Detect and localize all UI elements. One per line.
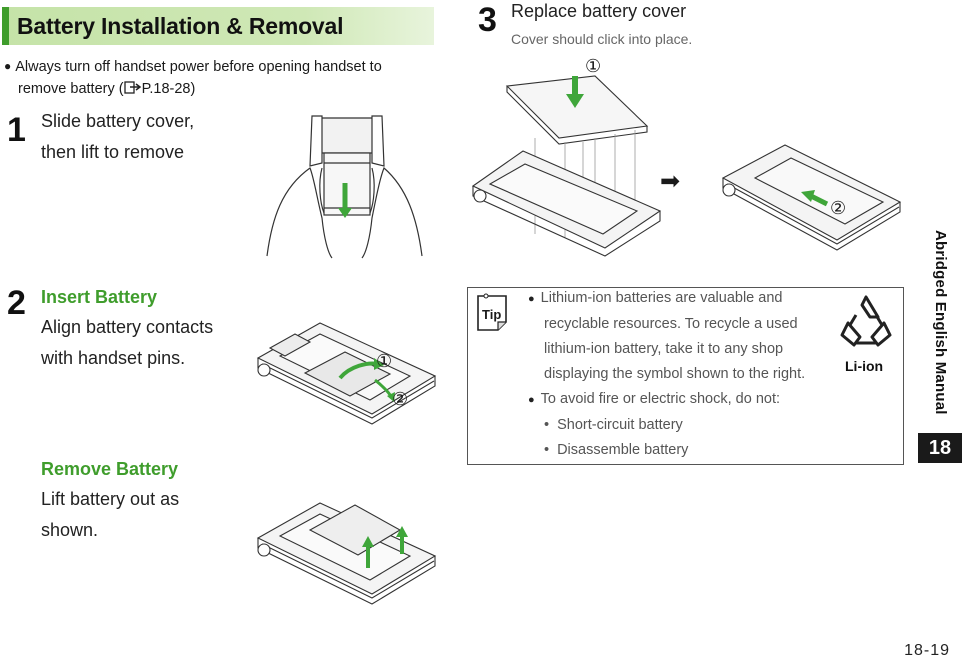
insert-callout-2: ② [392,389,409,409]
power-off-note: ●Always turn off handset power before op… [4,55,444,100]
note-line-2-prefix: remove battery ( [18,81,124,97]
tip-bullet-1-line-3: lithium-ion battery, take it to any shop [544,341,784,357]
slide-cover-hands-illustration [266,115,423,259]
recycle-label: Li-ion [845,358,884,374]
step-3-title: Replace battery cover [511,1,687,21]
section-title: Battery Installation & Removal [17,12,344,39]
note-line-1: Always turn off handset power before ope… [15,59,382,75]
insert-battery-illustration [256,322,437,425]
cover-callout-2: ② [830,198,847,218]
step-2-number: 2 [7,284,26,322]
step-1-line-2: then lift to remove [41,142,185,162]
chapter-badge: 18 [918,433,962,463]
page-number: 18-19 [904,642,950,659]
tip-sub-1: Short-circuit battery [557,417,683,433]
note-reference: P.18-28) [141,81,196,97]
step-3-subtitle: Cover should click into place. [511,31,693,47]
tip-bullet-2: To avoid fire or electric shock, do not: [540,391,781,407]
tip-bullet-2-marker: ● [528,394,535,406]
tip-label: Tip [482,307,502,322]
remove-battery-illustration [256,502,437,605]
step-arrow-right: ➡ [660,168,681,195]
tip-sub-1-marker: • [544,417,550,433]
insert-battery-line-1: Align battery contacts [41,317,214,337]
insert-battery-heading: Insert Battery [41,287,158,307]
tip-bullet-1: ●Lithium-ion batteries are valuable and … [528,286,805,463]
tip-bullet-1-line-4: displaying the symbol shown to the right… [544,366,806,382]
remove-battery-heading: Remove Battery [41,459,179,479]
remove-battery-line-2: shown. [41,520,99,540]
tip-bullet-1-line-1: Lithium-ion batteries are valuable and [540,290,783,306]
reference-pointer-icon [123,81,141,94]
tip-bullet-1-marker: ● [528,293,535,305]
replace-cover-illustration [471,75,662,257]
tip-sub-2: Disassemble battery [557,442,689,458]
step-1-text: Slide battery cover, then lift to remove [41,106,194,168]
remove-battery-text: Lift battery out as shown. [41,484,179,546]
tip-box: Tip ● Lithium-ion batteries are valuable … [467,287,904,465]
section-title-band: Battery Installation & Removal [2,7,434,45]
insert-battery-text: Align battery contacts with handset pins… [41,312,213,374]
step-1-number: 1 [7,111,26,149]
recycle-icon [840,295,892,347]
tip-note-icon [477,293,507,331]
step-1-line-1: Slide battery cover, [41,111,195,131]
tip-sub-2-marker: • [544,442,550,458]
insert-battery-line-2: with handset pins. [41,348,186,368]
section-title-accent-bar [2,7,9,45]
remove-battery-line-1: Lift battery out as [41,489,180,509]
note-bullet: ● [4,59,12,73]
cover-closed-illustration [721,144,902,251]
insert-callout-1: ① [376,351,393,371]
step-3-number: 3 [478,1,497,39]
tip-bullet-1-line-2: recyclable resources. To recycle a used [544,316,798,332]
side-section-label: Abridged English Manual [932,230,949,415]
cover-callout-1: ① [585,56,602,76]
